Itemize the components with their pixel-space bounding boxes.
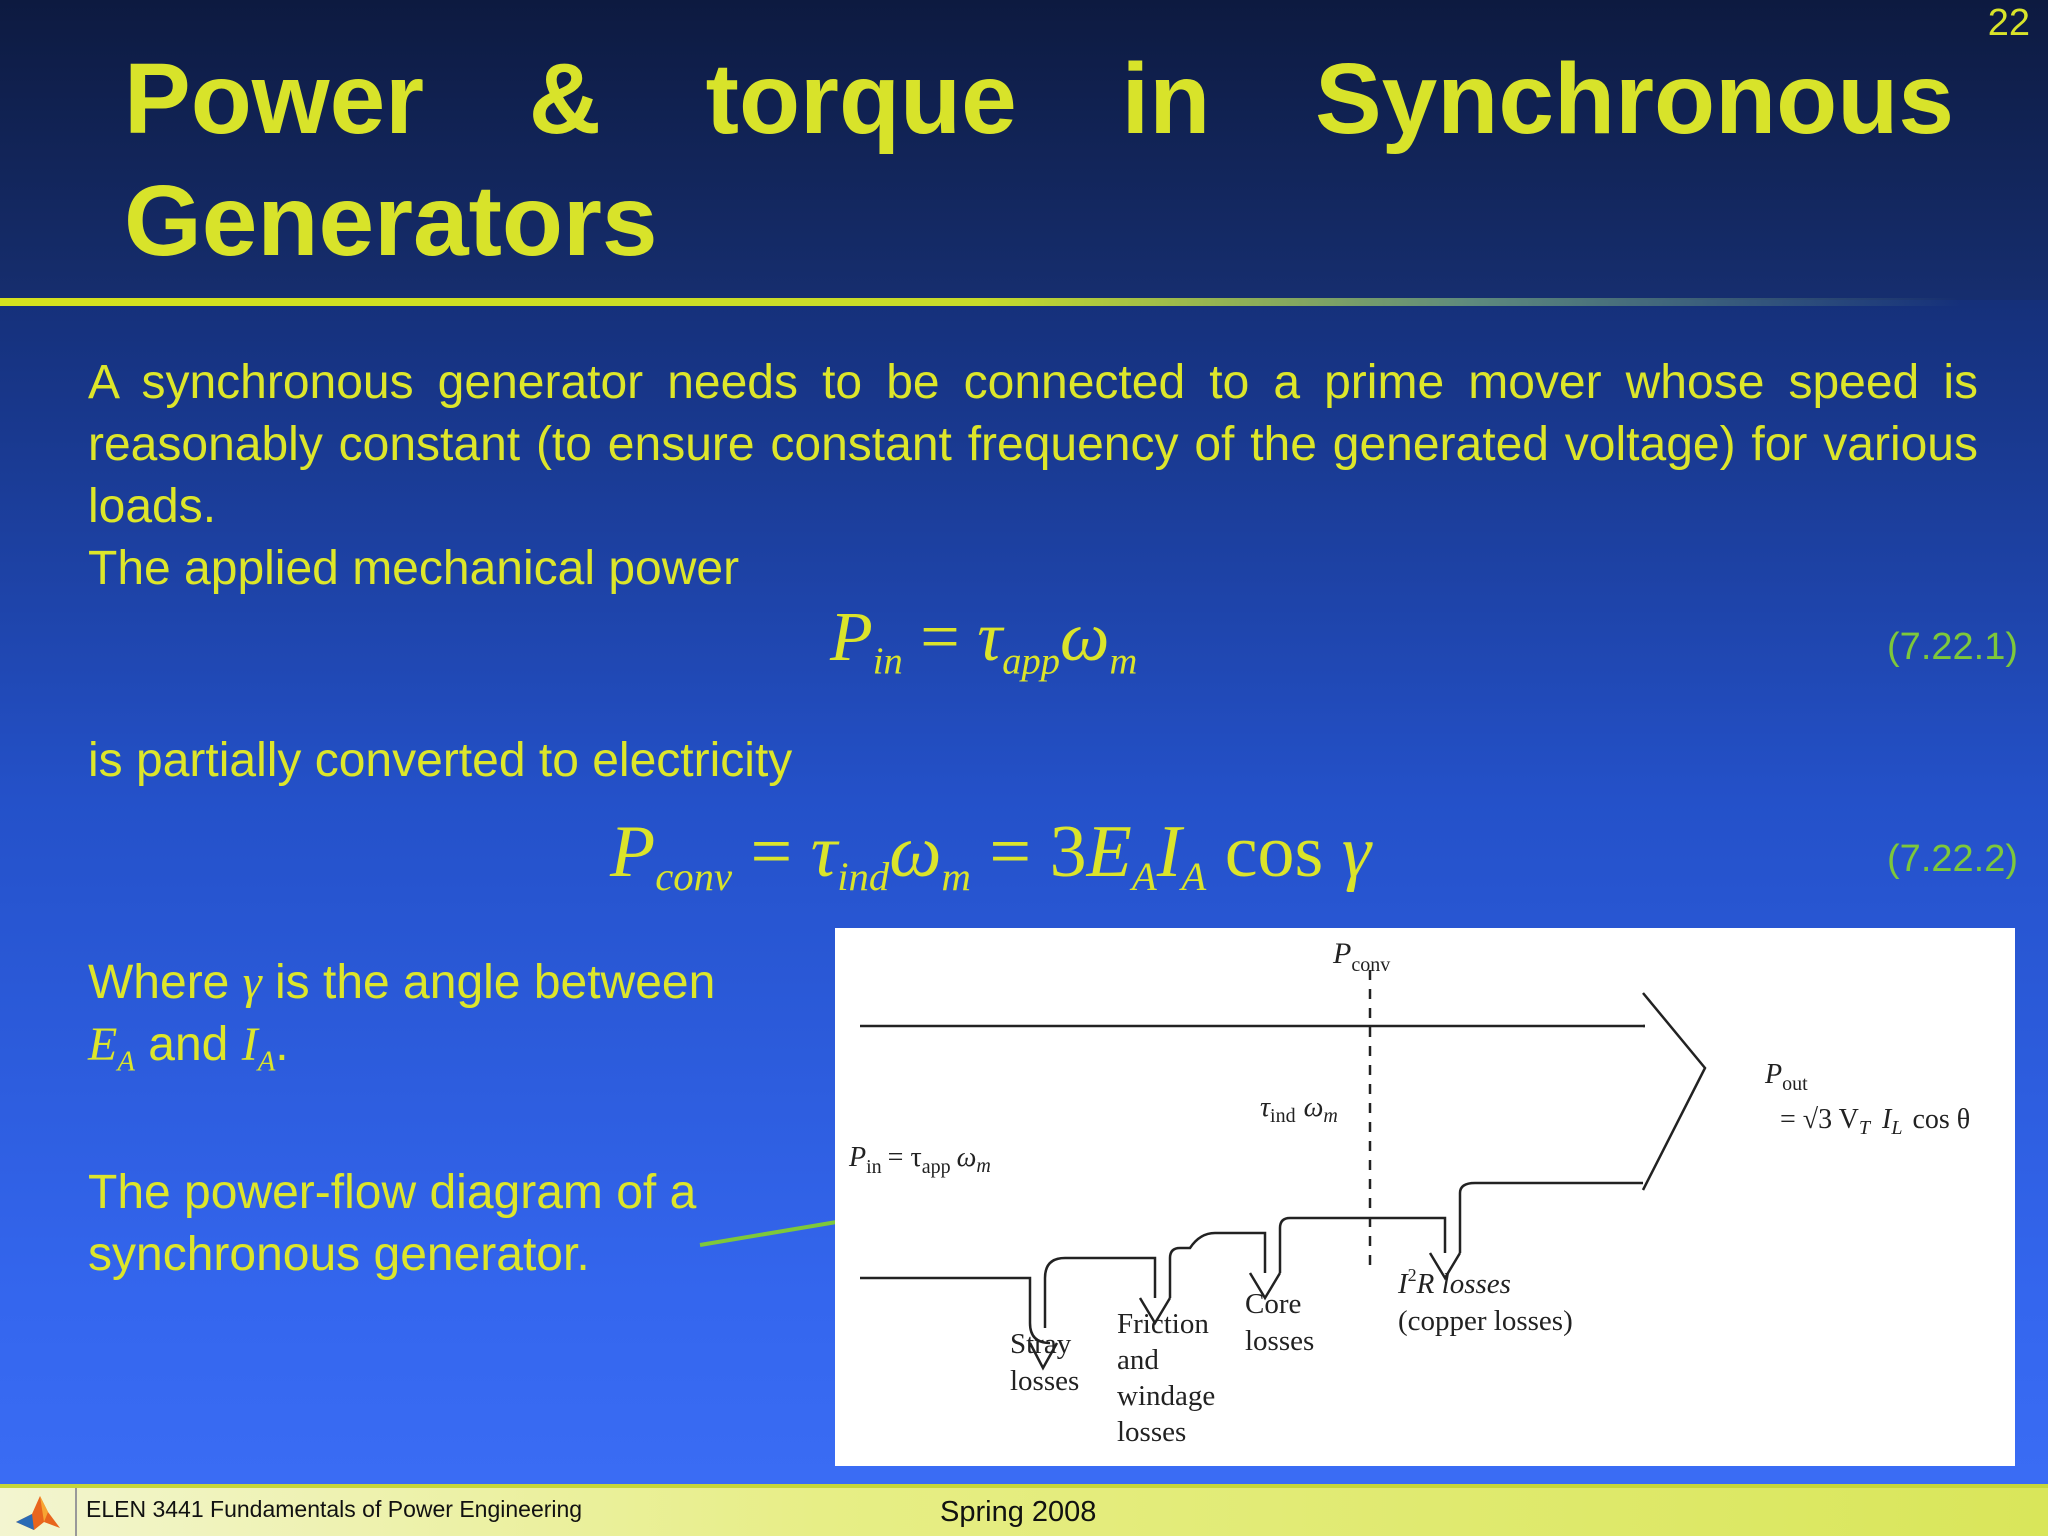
- copper-loss-label-1: I2R losses: [1397, 1265, 1511, 1300]
- intro-paragraph: A synchronous generator needs to be conn…: [88, 356, 1978, 533]
- friction-loss-label-1: Friction: [1117, 1308, 1209, 1340]
- gamma-symbol: γ: [242, 956, 262, 1009]
- where-gamma-text: Where γ is the angle between EA and IA.: [88, 952, 848, 1093]
- ea-symbol: E: [88, 1018, 118, 1071]
- title-line-2: Generators: [124, 165, 658, 277]
- title-word: Power: [124, 43, 425, 155]
- equation-pin: Pin = τappωm: [830, 599, 1138, 683]
- footer: ELEN 3441 Fundamentals of Power Engineer…: [0, 1484, 2048, 1536]
- output-arrowhead: [1641, 992, 1707, 1191]
- title-bar: [0, 0, 2048, 300]
- pout-label: Pout: [1764, 1059, 1808, 1095]
- friction-loss-label-4: losses: [1117, 1416, 1186, 1448]
- friction-loss-branch: [1043, 1256, 1157, 1298]
- ea-subscript: A: [117, 1045, 135, 1078]
- core-loss-label-1: Core: [1245, 1288, 1301, 1320]
- copper-loss-label-2: (copper losses): [1398, 1305, 1573, 1337]
- copper-loss-branch: [1335, 1216, 1447, 1253]
- title-word: Synchronous: [1314, 43, 1954, 155]
- title-word: in: [1121, 43, 1211, 155]
- partially-converted-text: is partially converted to electricity: [88, 734, 793, 787]
- stray-loss-label-1: Stray: [1010, 1328, 1072, 1360]
- stray-loss-branch: [860, 1276, 1051, 1345]
- where-and: and: [148, 1018, 229, 1071]
- footer-separator: [0, 1484, 2048, 1488]
- slide-title: Power & torque in Synchronous Generators: [124, 38, 1954, 282]
- title-word: torque: [705, 43, 1017, 155]
- title-line-1: Power & torque in Synchronous: [124, 38, 1954, 160]
- stray-loss-label-2: losses: [1010, 1365, 1079, 1397]
- equation-number-2: (7.22.2): [1887, 838, 2018, 880]
- footer-term: Spring 2008: [940, 1496, 1097, 1528]
- footer-course: ELEN 3441 Fundamentals of Power Engineer…: [86, 1496, 583, 1522]
- core-loss-branch: [1180, 1231, 1267, 1273]
- core-loss-label-2: losses: [1245, 1325, 1314, 1357]
- where-period: .: [275, 1018, 289, 1071]
- ia-subscript: A: [257, 1045, 276, 1078]
- slide-number: 22: [1987, 2, 2030, 44]
- title-word: &: [528, 43, 601, 155]
- pconv-label: Pconv: [1332, 937, 1390, 976]
- title-underline: [0, 298, 1960, 306]
- ia-symbol: I: [241, 1018, 258, 1071]
- diagram-caption: The power-flow diagram of a synchronous …: [88, 1166, 697, 1281]
- footer-divider: [75, 1488, 77, 1536]
- equation-number-1: (7.22.1): [1887, 626, 2018, 668]
- where-suffix: is the angle between: [274, 956, 716, 1009]
- where-prefix: Where: [88, 956, 230, 1009]
- mechanical-power-text: The applied mechanical power: [88, 542, 740, 595]
- equation-pconv: Pconv = τindωm = 3EAIA cos γ: [610, 811, 1372, 900]
- friction-loss-label-2: and: [1117, 1344, 1159, 1376]
- friction-loss-label-3: windage: [1117, 1380, 1215, 1412]
- matlab-logo-icon: [16, 1496, 60, 1530]
